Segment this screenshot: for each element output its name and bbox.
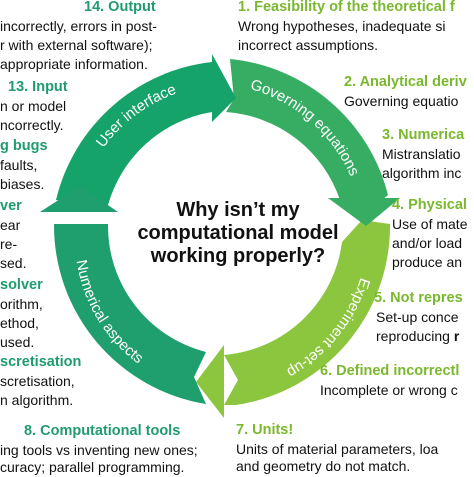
- item-5-line-2-bold: r: [453, 328, 460, 344]
- item-14-heading: 14. Output: [84, 0, 156, 15]
- item-4-line-3: produce an: [392, 254, 463, 270]
- item-1-heading: 1. Feasibility of the theoretical f: [238, 0, 455, 15]
- item-7-heading: 7. Units!: [236, 422, 294, 438]
- item-8-line-2: curacy; parallel programming.: [0, 459, 185, 475]
- arrowhead-es: [196, 345, 224, 418]
- item-10-line-2: ethod,: [0, 315, 39, 331]
- item-8-line-1: ing tools vs inventing new ones;: [0, 442, 198, 458]
- item-2-heading: 2. Analytical deriv: [344, 74, 467, 90]
- item-7-line-1: Units of material parameters, loa: [236, 441, 439, 457]
- item-3-line-1: Mistranslatio: [382, 146, 461, 162]
- item-3-heading: 3. Numerica: [382, 127, 465, 143]
- center-question: Why isn’t my computational model working…: [104, 199, 372, 268]
- item-6-heading: 6. Defined incorrectl: [320, 363, 460, 379]
- item-4-heading: 4. Physical: [392, 197, 467, 213]
- item-5-line-1: Set-up conce: [376, 309, 459, 325]
- item-13-line-2: ncorrectly.: [0, 117, 64, 133]
- item-2-line-1: Governing equatio: [344, 93, 459, 109]
- item-1-line-2: incorrect assumptions.: [238, 37, 379, 53]
- item-5-heading: 5. Not repres: [374, 290, 463, 306]
- center-line-2: computational model: [137, 222, 339, 244]
- arrowhead-ui: [212, 54, 236, 122]
- item-5-line-2: reproducing r: [376, 327, 459, 346]
- item-4-line-1: Use of mate: [392, 216, 468, 232]
- segment-governing-equations: [226, 59, 388, 215]
- center-line-1: Why isn’t my: [176, 199, 300, 221]
- item-10-line-1: orithm,: [0, 296, 43, 312]
- item-9-line-2: n algorithm.: [0, 392, 74, 408]
- item-14-line-3: appropriate information.: [0, 56, 148, 72]
- item-11-heading: ver: [0, 198, 22, 214]
- item-8-heading: 8. Computational tools: [24, 423, 181, 439]
- item-11-line-2: re-: [0, 236, 18, 252]
- item-6-line-1: Incomplete or wrong c: [320, 382, 458, 398]
- arrowhead-na: [40, 186, 118, 212]
- item-11-line-1: ear: [0, 217, 21, 233]
- item-12-heading: g bugs: [0, 138, 48, 154]
- item-9-heading: scretisation: [0, 354, 82, 370]
- item-1-line-1: Wrong hypotheses, inadequate si: [238, 18, 446, 34]
- item-14-line-2: r with external software);: [0, 37, 153, 53]
- segment-user-interface: [56, 62, 220, 205]
- item-11-line-3: sed.: [0, 255, 27, 271]
- segment-numerical-aspects: [53, 224, 206, 404]
- center-line-3: working properly?: [150, 245, 326, 267]
- arrowhead-ge: [328, 198, 400, 226]
- item-13-heading: 13. Input: [8, 79, 68, 95]
- item-14-line-1: incorrectly, errors in post-: [0, 18, 157, 34]
- item-4-line-2: and/or load: [392, 235, 463, 251]
- item-7-line-2: and geometry do not match.: [236, 458, 411, 474]
- item-3-line-2: algorithm inc: [382, 165, 462, 181]
- item-10-heading: solver: [0, 277, 43, 293]
- item-10-line-3: used.: [0, 334, 35, 350]
- item-5-line-2-text: reproducing: [376, 328, 450, 344]
- segment-experiment-setup: [224, 220, 391, 405]
- item-12-line-2: biases.: [0, 176, 45, 192]
- item-13-line-1: n or model: [0, 98, 67, 114]
- item-12-line-1: faults,: [0, 157, 38, 173]
- item-9-line-1: scretisation,: [0, 373, 75, 389]
